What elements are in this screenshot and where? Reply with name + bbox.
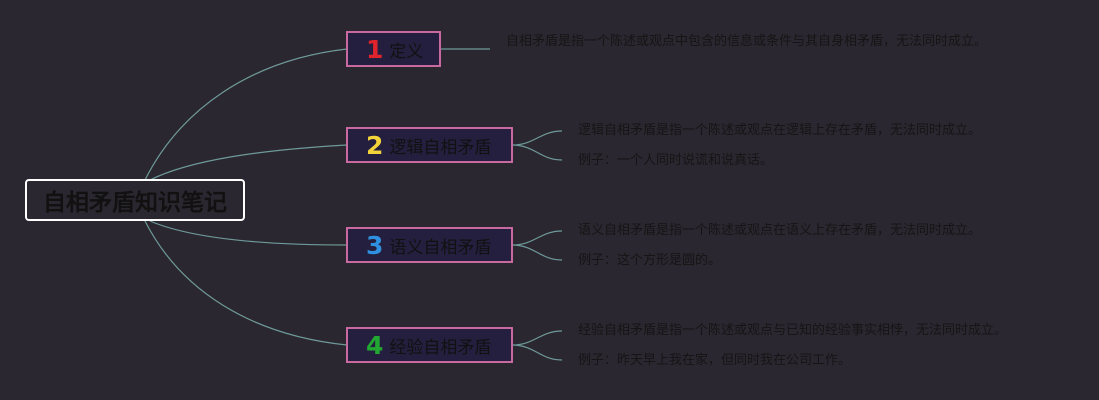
branch-number-1: 1 (366, 34, 384, 64)
root-topic[interactable]: 自相矛盾知识笔记 (25, 179, 245, 221)
branch-label-3: 语义自相矛盾 (389, 237, 492, 258)
connector-2-detail-1 (511, 130, 563, 146)
connector-3-detail-1 (511, 230, 563, 246)
branch-label-2: 逻辑自相矛盾 (389, 137, 492, 158)
branch-3-detail-2: 例子：这个方形是圆的。 (578, 253, 722, 268)
connector-root-1 (144, 48, 348, 181)
branch-1-detail-1: 自相矛盾是指一个陈述或观点中包含的信息或条件与其自身相矛盾，无法同时成立。 (506, 34, 988, 49)
branch-number-3: 3 (366, 230, 384, 260)
branch-number-2: 2 (366, 130, 384, 160)
branch-label-4: 经验自相矛盾 (389, 337, 492, 358)
branch-label-1: 定义 (389, 41, 424, 62)
branch-4-detail-2: 例子：昨天早上我在家，但同时我在公司工作。 (578, 353, 852, 368)
connector-3-detail-2 (511, 244, 563, 261)
branch-3-detail-1: 语义自相矛盾是指一个陈述或观点在语义上存在矛盾，无法同时成立。 (578, 223, 982, 238)
branch-node-logical[interactable]: 2 逻辑自相矛盾 (346, 127, 513, 163)
branch-2-detail-1: 逻辑自相矛盾是指一个陈述或观点在逻辑上存在矛盾，无法同时成立。 (578, 123, 982, 138)
branch-node-semantic[interactable]: 3 语义自相矛盾 (346, 227, 513, 263)
connector-root-3 (149, 220, 348, 246)
connector-2-detail-2 (511, 144, 563, 161)
branch-number-4: 4 (366, 330, 384, 360)
connector-root-4 (144, 220, 348, 346)
connector-4-detail-1 (511, 330, 563, 346)
branch-node-empirical[interactable]: 4 经验自相矛盾 (346, 327, 513, 363)
root-title: 自相矛盾知识笔记 (43, 190, 227, 216)
branch-2-detail-2: 例子：一个人同时说谎和说真话。 (578, 153, 774, 168)
connector-root-2 (149, 144, 348, 181)
branch-4-detail-1: 经验自相矛盾是指一个陈述或观点与已知的经验事实相悖，无法同时成立。 (578, 323, 1008, 338)
connector-4-detail-2 (511, 344, 563, 361)
branch-node-definition[interactable]: 1 定义 (346, 31, 441, 67)
